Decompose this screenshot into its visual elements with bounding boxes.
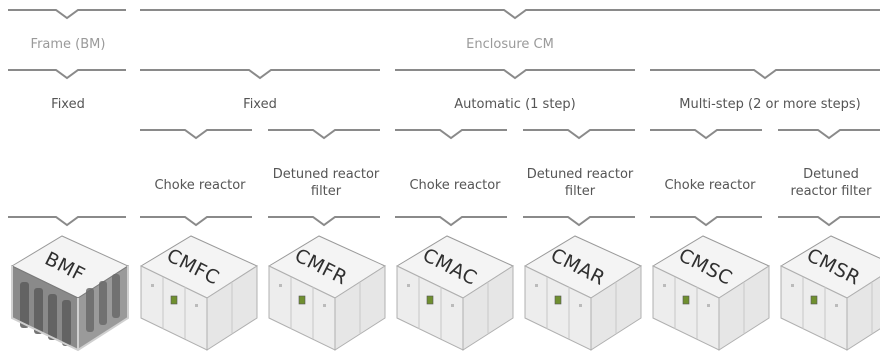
product-bmf: BMF [8, 226, 132, 358]
product-cmsc: CMSC [649, 226, 773, 358]
enclosure-cabinet-icon [139, 235, 259, 351]
automatic-detuned-label: Detuned reactor filter [526, 167, 634, 199]
product-bracket-1 [140, 216, 252, 227]
fixed-detuned-label: Detuned reactor filter [272, 167, 380, 199]
level3-bracket-1 [140, 129, 252, 140]
level3-bracket-2 [268, 129, 380, 140]
enclosure-header: Enclosure CM [466, 37, 554, 52]
level3-bracket-5 [650, 129, 762, 140]
automatic-label: Automatic (1 step) [454, 97, 576, 112]
multistep-choke-label: Choke reactor [664, 178, 756, 193]
frame-cabinet-icon [10, 235, 130, 352]
automatic-choke-label: Choke reactor [409, 178, 501, 193]
multistep-label: Multi-step (2 or more steps) [679, 97, 861, 112]
frame-product-bracket [8, 216, 126, 227]
product-bracket-6 [778, 216, 880, 227]
product-cmac: CMAC [393, 226, 517, 358]
enclosure-cabinet-icon [523, 235, 643, 351]
multistep-detuned-label: Detuned reactor filter [790, 167, 872, 199]
enclosure-cabinet-icon [395, 235, 515, 351]
product-bracket-3 [395, 216, 507, 227]
enclosure-cabinet-icon [267, 235, 387, 351]
level3-bracket-3 [395, 129, 507, 140]
multistep-level2-bracket [650, 69, 880, 80]
frame-fixed-label: Fixed [51, 97, 85, 112]
frame-header: Frame (BM) [30, 37, 106, 52]
product-bracket-4 [523, 216, 635, 227]
frame-top-bracket [8, 9, 126, 20]
enclosure-cabinet-icon [779, 235, 880, 351]
enclosure-top-bracket [140, 9, 880, 20]
product-cmsr: CMSR [777, 226, 880, 358]
level3-bracket-6 [778, 129, 880, 140]
frame-level2-bracket [8, 69, 126, 80]
fixed-level2-bracket [140, 69, 380, 80]
level3-bracket-4 [523, 129, 635, 140]
product-cmfr: CMFR [265, 226, 389, 358]
enclosure-fixed-label: Fixed [243, 97, 277, 112]
enclosure-cabinet-icon [651, 235, 771, 351]
product-bracket-2 [268, 216, 380, 227]
product-cmfc: CMFC [137, 226, 261, 358]
automatic-level2-bracket [395, 69, 635, 80]
fixed-choke-label: Choke reactor [154, 178, 246, 193]
product-bracket-5 [650, 216, 762, 227]
product-cmar: CMAR [521, 226, 645, 358]
